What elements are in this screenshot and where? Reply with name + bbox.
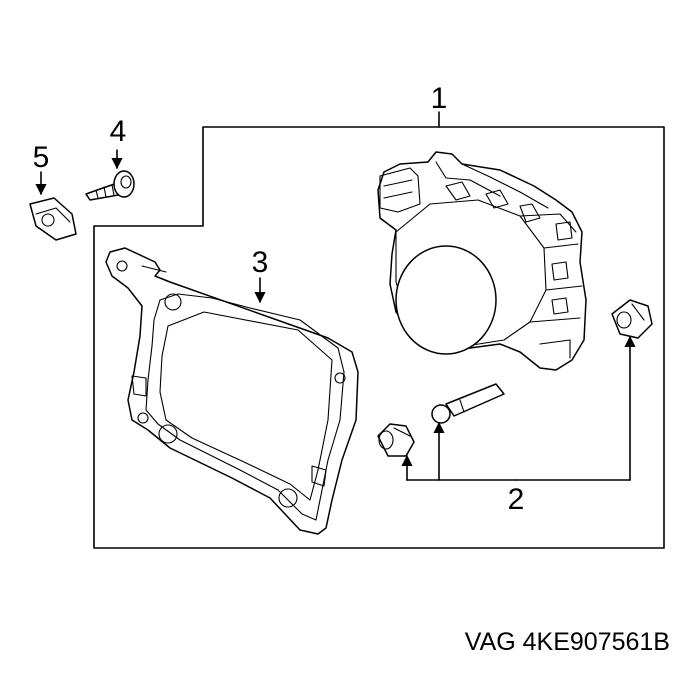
leader-lines-2 xyxy=(401,335,636,481)
mounting-bracket xyxy=(105,247,359,535)
assembly-boundary xyxy=(93,126,665,549)
ball-stud xyxy=(431,383,505,424)
radar-sensor-module xyxy=(377,151,587,371)
screw xyxy=(85,170,135,201)
callout-3: 3 xyxy=(252,246,269,279)
callout-5: 5 xyxy=(33,141,50,174)
retainer-clip xyxy=(611,299,653,339)
part-number-caption: VAG 4KE907561B xyxy=(464,628,670,656)
grommet xyxy=(377,423,415,457)
callout-1: 1 xyxy=(431,82,448,115)
callout-2: 2 xyxy=(508,483,525,516)
callout-4: 4 xyxy=(110,115,127,148)
clip-nut xyxy=(29,197,77,241)
